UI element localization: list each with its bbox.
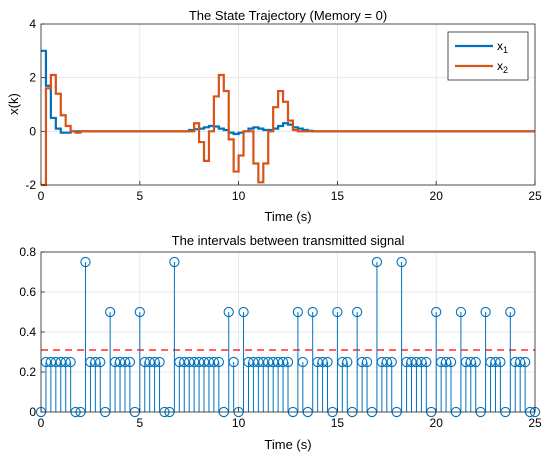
stem-marker — [386, 356, 397, 368]
stem-marker — [352, 306, 363, 318]
chart2-xtick-label: 0 — [38, 416, 45, 430]
stem-marker — [282, 356, 294, 368]
chart2-stems — [35, 256, 541, 418]
legend-label-x2: x2 — [497, 59, 508, 75]
stem-marker — [65, 356, 76, 368]
chart1-ytick-label: 0 — [29, 124, 36, 138]
chart1-xtick-label: 10 — [232, 189, 246, 203]
stem-marker — [505, 306, 516, 318]
stem-marker — [105, 306, 116, 318]
chart1-axes-box — [40, 23, 536, 186]
stem-marker — [445, 356, 457, 368]
stem — [213, 356, 224, 412]
stem-marker — [480, 306, 491, 318]
stem-marker — [332, 306, 343, 318]
stem-marker — [342, 356, 353, 368]
chart2-xtick-label: 15 — [331, 416, 345, 430]
chart1-xtick-label: 15 — [331, 189, 345, 203]
chart1-ytick-label: -2 — [25, 178, 36, 192]
stem — [421, 356, 432, 412]
chart2-xtick-label: 5 — [136, 416, 143, 430]
stem-marker — [495, 356, 506, 368]
stem-marker — [371, 256, 383, 268]
chart2-xtick-label: 10 — [232, 416, 246, 430]
stem — [80, 256, 91, 412]
chart2-ytick-label: 0.8 — [19, 245, 36, 259]
chart2-xtick-label: 20 — [430, 416, 444, 430]
stem-marker — [80, 256, 91, 268]
chart1-xtick-label: 5 — [136, 189, 143, 203]
legend-box — [447, 31, 529, 81]
stem — [322, 356, 333, 412]
stem — [65, 356, 76, 412]
stem-marker — [470, 356, 481, 368]
stem — [297, 356, 308, 412]
stem-marker — [223, 306, 234, 318]
stem-marker — [134, 306, 145, 318]
chart1-title: The State Trajectory (Memory = 0) — [189, 8, 387, 23]
chart2-ytick-label: 0 — [29, 405, 36, 419]
stem-marker — [169, 256, 180, 268]
stem-marker — [297, 356, 308, 368]
stem-marker — [228, 356, 239, 368]
chart2-ticks: 0 5 10 15 20 25 0 0.2 0.4 0.6 0.8 — [19, 245, 542, 430]
stem — [95, 356, 106, 412]
chart1-xtick-label: 0 — [38, 189, 45, 203]
stem — [342, 356, 353, 412]
stem-marker — [213, 356, 224, 368]
stem — [371, 256, 383, 412]
chart1-legend: x1 x2 — [447, 31, 529, 81]
chart2-xtick-label: 25 — [528, 416, 542, 430]
stem-marker — [154, 356, 165, 368]
legend-label-x1: x1 — [497, 39, 508, 55]
stem-marker — [396, 256, 407, 268]
stem-marker — [292, 306, 304, 318]
stem — [470, 356, 481, 412]
stem — [169, 256, 180, 412]
stem — [282, 356, 294, 412]
stem-marker — [124, 356, 136, 368]
stem-marker — [421, 356, 432, 368]
stem — [445, 356, 457, 412]
chart1-ylabel: x(k) — [6, 93, 21, 115]
series-line-x2 — [41, 73, 535, 187]
stem — [361, 356, 373, 412]
transmission-intervals-chart: The intervals between transmitted signal… — [19, 233, 542, 452]
stem-marker — [519, 356, 531, 368]
stem — [396, 256, 407, 412]
stem-marker — [455, 306, 467, 318]
chart2-ytick-label: 0.4 — [19, 325, 36, 339]
chart2-xlabel: Time (s) — [264, 437, 311, 452]
stem-marker — [95, 356, 106, 368]
chart1-ytick-label: 4 — [29, 17, 36, 31]
chart2-ytick-label: 0.2 — [19, 365, 36, 379]
stem — [154, 356, 165, 412]
chart1-ytick-label: 2 — [29, 71, 36, 85]
stem-marker — [322, 356, 333, 368]
state-trajectory-chart: The State Trajectory (Memory = 0) 0 5 10 15… — [6, 8, 542, 224]
chart1-xtick-label: 25 — [528, 189, 542, 203]
chart1-series — [41, 49, 535, 187]
chart2-title: The intervals between transmitted signal — [172, 233, 405, 248]
stem — [124, 356, 136, 412]
chart1-xtick-label: 20 — [430, 189, 444, 203]
stem-marker — [307, 306, 318, 318]
stem-marker — [431, 306, 442, 318]
stem-marker — [238, 306, 249, 318]
chart1-xlabel: Time (s) — [264, 209, 311, 224]
stem-marker — [361, 356, 373, 368]
stem — [228, 356, 239, 412]
chart2-ytick-label: 0.6 — [19, 285, 36, 299]
stem — [519, 356, 531, 412]
stem — [386, 356, 397, 412]
stem — [495, 356, 506, 412]
